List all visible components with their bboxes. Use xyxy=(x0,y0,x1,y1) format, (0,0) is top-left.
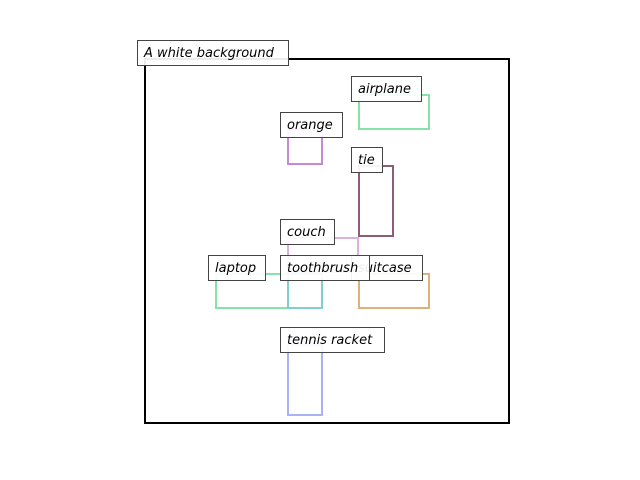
tie-label: tie xyxy=(351,147,383,173)
airplane-label: airplane xyxy=(351,76,422,102)
tennis-racket-box xyxy=(287,344,323,416)
tennis-racket-label: tennis racket xyxy=(280,327,385,353)
tie-box xyxy=(358,165,394,237)
caption-label: A white background xyxy=(137,40,289,66)
couch-label: couch xyxy=(280,219,335,245)
laptop-label: laptop xyxy=(208,255,266,281)
orange-label: orange xyxy=(280,112,343,138)
toothbrush-label: toothbrush xyxy=(280,255,370,281)
background-frame xyxy=(144,58,510,424)
